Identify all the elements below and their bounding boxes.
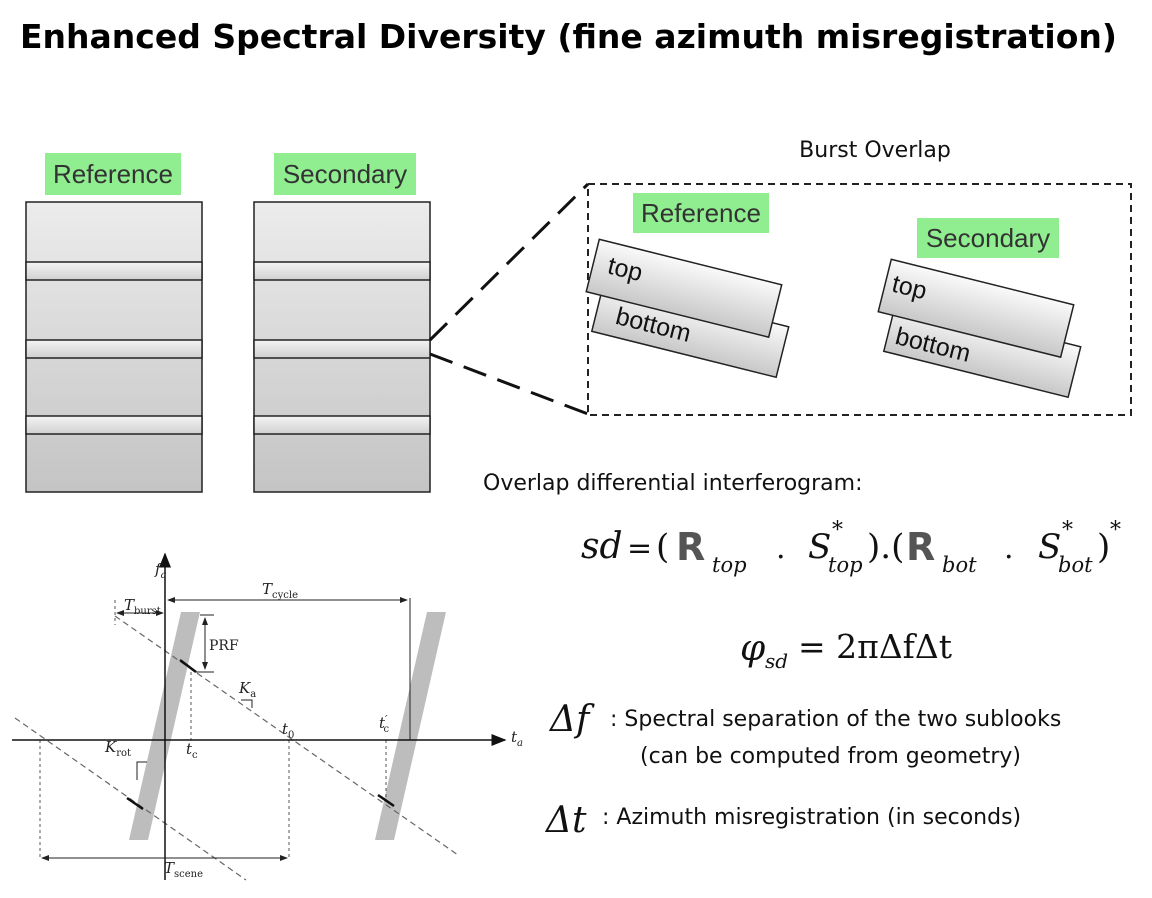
svg-text:: Azimuth misregistration (in: : Azimuth misregistration (in seconds) — [602, 805, 1021, 830]
burst-overlap-title: Burst Overlap — [799, 138, 951, 163]
svg-text:bot: bot — [942, 553, 977, 577]
overlap-band — [253, 339, 431, 359]
fa-label: fa — [154, 560, 167, 581]
svg-text:top: top — [712, 553, 747, 577]
tcycle-label: Tcycle — [262, 580, 298, 601]
svg-text:): ) — [1097, 527, 1110, 567]
svg-text:).(: ).( — [867, 527, 904, 567]
definition-df: Δf : Spectral separation of the two subl… — [548, 699, 1061, 769]
svg-text:.: . — [1004, 531, 1014, 566]
zoom-line-top — [428, 182, 590, 342]
overlap-reference-label: Reference — [641, 198, 761, 228]
ta-label: ta — [511, 728, 523, 749]
equation-sd: sd = ( R top . S * top ).( R bot . S * b… — [581, 518, 1121, 577]
svg-text:Δt: Δt — [544, 800, 587, 841]
svg-text:= 2πΔfΔt: = 2πΔfΔt — [798, 627, 952, 666]
ka-label: Ka — [238, 679, 256, 700]
svg-text:S: S — [1038, 527, 1061, 567]
svg-text:bot: bot — [1058, 553, 1093, 577]
overlap-secondary-label-bg — [917, 218, 1059, 258]
definition-dt: Δt : Azimuth misregistration (in seconds… — [544, 800, 1021, 841]
secondary-label: Secondary — [283, 159, 407, 189]
secondary-stack: Secondary — [253, 153, 431, 493]
t0-label: t0 — [282, 720, 294, 741]
tc-label: tc — [186, 740, 198, 761]
tscene-label: Tscene — [164, 859, 203, 880]
svg-text:(: ( — [656, 527, 669, 567]
overlap-band — [253, 261, 431, 281]
prf-label: PRF — [209, 638, 239, 654]
svg-text:.: . — [776, 531, 786, 566]
burst-overlap-box — [587, 183, 1132, 416]
zoom-line-bottom — [429, 352, 589, 416]
equation-phi: φ sd = 2πΔfΔt — [740, 627, 952, 673]
reference-label: Reference — [53, 159, 173, 189]
reference-top-tile: top — [585, 238, 783, 339]
overlap-band — [253, 415, 431, 435]
svg-text:φ: φ — [740, 628, 766, 669]
overlap-heading: Overlap differential interferogram: — [483, 471, 863, 496]
overlap-secondary-label: Secondary — [926, 223, 1050, 253]
slide-title: Enhanced Spectral Diversity (fine azimut… — [20, 17, 1117, 56]
krot-label: Krot — [104, 738, 131, 759]
svg-text:*: * — [1062, 518, 1073, 543]
svg-text:*: * — [832, 518, 843, 543]
svg-text:S: S — [808, 527, 831, 567]
svg-text:: Spectral separation of the t: : Spectral separation of the two sublook… — [610, 707, 1061, 732]
reference-label-bg — [45, 153, 181, 195]
svg-text:sd: sd — [581, 526, 623, 567]
secondary-label-bg — [274, 153, 416, 195]
svg-text:sd: sd — [765, 649, 788, 673]
timing-diagram: fa ta Tcycle Tburst PRF Ka Krot tc t0 t′… — [12, 552, 523, 881]
tc-prime-label: t′c — [379, 713, 390, 735]
overlap-reference-label-bg — [633, 193, 769, 233]
svg-text:*: * — [1110, 518, 1121, 543]
svg-text:=: = — [627, 531, 652, 566]
svg-text:top: top — [828, 553, 863, 577]
overlap-band — [25, 339, 203, 359]
svg-text:R: R — [676, 525, 705, 569]
reference-stack: Reference — [25, 153, 203, 493]
svg-text:R: R — [906, 525, 935, 569]
svg-text:Δf: Δf — [548, 699, 595, 740]
svg-text:(can be computed from geometry: (can be computed from geometry) — [640, 744, 1021, 769]
overlap-band — [25, 261, 203, 281]
secondary-top-tile: top — [877, 258, 1075, 359]
overlap-band — [25, 415, 203, 435]
tburst-label: Tburst — [124, 596, 161, 617]
